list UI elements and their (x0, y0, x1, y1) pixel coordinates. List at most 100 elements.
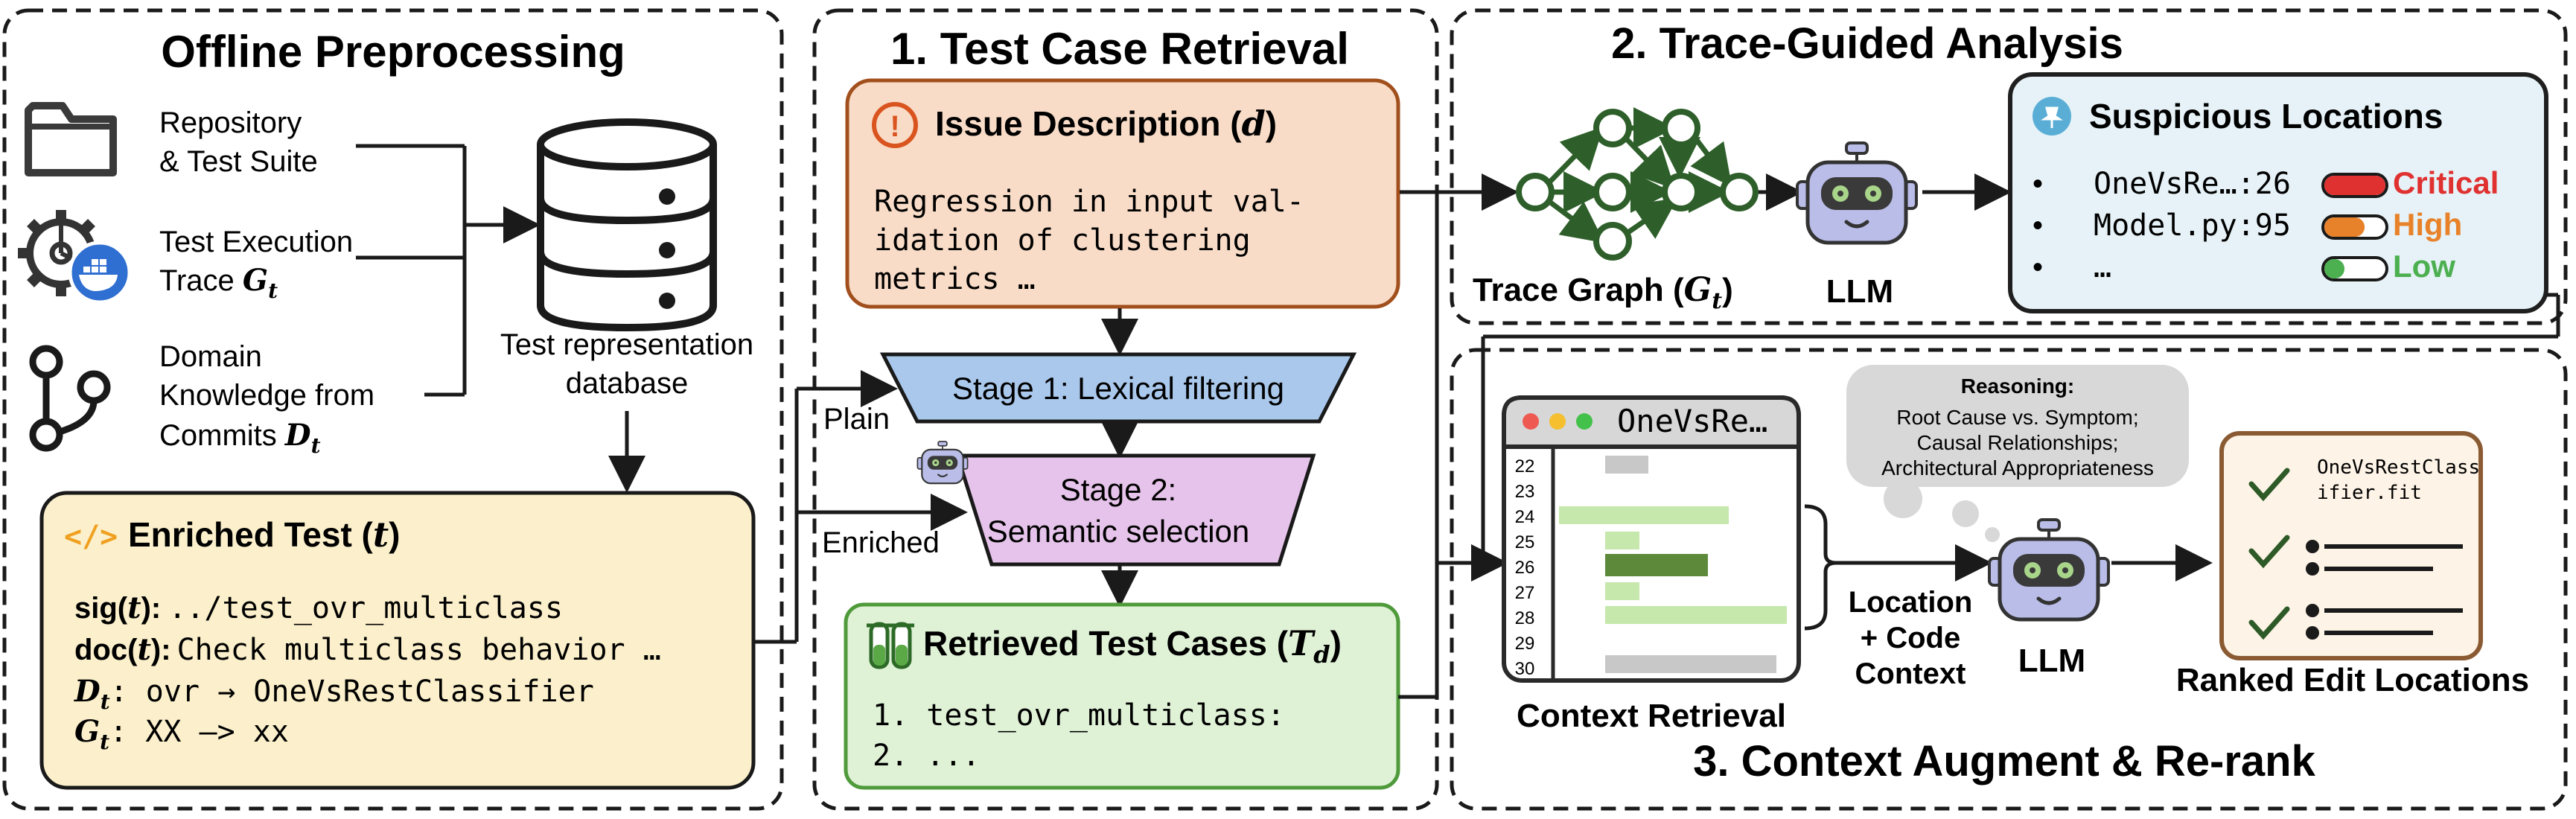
robot-icon-trace (1797, 143, 1916, 243)
severity-pill-fill (2324, 217, 2365, 237)
enriched-doc-line: doc(t):Check multiclass behavior … (74, 632, 661, 667)
trace-llm-label: LLM (1826, 273, 1893, 310)
reasoning-bubble: Reasoning: Root Cause vs. Symptom; Causa… (1846, 365, 2189, 542)
row-bullet: • (2033, 209, 2043, 242)
issue-title: Issue Description (d) (935, 103, 1277, 144)
suspicious-to-rerank-connector (1481, 293, 2560, 563)
issue-text-line1: Regression in input val- (874, 185, 1304, 219)
robot-icon-rerank (1989, 520, 2108, 619)
panel-frames (2, 8, 2568, 811)
code-brace (1804, 504, 1837, 631)
reasoning-line3: Architectural Appropriateness (1881, 456, 2154, 479)
offline-connectors (356, 144, 541, 397)
enriched-test-box: </> Enriched Test (t) sig(t):../test_ovr… (39, 491, 756, 790)
location-label-line3: Context (1855, 657, 1966, 690)
location-name: … (2094, 250, 2111, 284)
line-number: 28 (1515, 608, 1535, 628)
ranked-item-line2: ifier.fit (2317, 482, 2422, 504)
suspicious-location-row: • OneVsRe…:26 Critical (2033, 165, 2499, 201)
folder-icon (25, 102, 117, 176)
trace-label-line1: Test Execution (159, 226, 353, 258)
line-number: 29 (1515, 634, 1535, 654)
line-number: 26 (1515, 558, 1535, 578)
context-retrieval-label: Context Retrieval (1517, 698, 1786, 734)
close-dot-icon (1523, 413, 1539, 430)
offline-panel-title: Offline Preprocessing (161, 27, 625, 77)
row-bullet: • (2033, 251, 2043, 284)
ranked-edit-locations-box: OneVsRestClass ifier.fit (2219, 431, 2483, 660)
row-bullet: • (2033, 168, 2043, 200)
code-line (1605, 606, 1787, 624)
retrieval-to-trace-connectors (1398, 173, 1519, 699)
minimize-dot-icon (1549, 413, 1566, 430)
line-number: 27 (1515, 583, 1535, 603)
checkmark-icon (2248, 535, 2290, 569)
enriched-title: Enriched Test (t) (128, 514, 400, 555)
line-number: 22 (1515, 456, 1535, 477)
enriched-dt-line: Dt: ovr → OneVsRestClassifier (74, 674, 594, 714)
location-name: OneVsRe…:26 (2094, 167, 2291, 201)
reasoning-title: Reasoning: (1961, 375, 2074, 398)
warning-icon (872, 102, 918, 148)
domain-label-line2: Knowledge from (159, 379, 374, 412)
trace-graph-label: Trace Graph (Gt) (1473, 271, 1733, 314)
suspicious-title: Suspicious Locations (2089, 97, 2443, 136)
reasoning-line2: Causal Relationships; (1917, 431, 2119, 454)
enriched-to-stages-connectors (753, 370, 968, 644)
repo-label-line2: & Test Suite (159, 145, 318, 178)
code-icon: </> (64, 520, 118, 554)
enriched-gt-line: Gt: XX –> xx (74, 714, 289, 754)
trace-panel-title: 2. Trace-Guided Analysis (1611, 19, 2123, 68)
db-label-line1: Test representation (500, 328, 753, 361)
stage2-box (954, 453, 1316, 567)
maximize-dot-icon (1576, 413, 1593, 430)
trace-graph-icon (1516, 107, 1759, 261)
code-line (1559, 506, 1729, 524)
location-label-line1: Location (1849, 586, 1973, 619)
db-label-line2: database (566, 367, 689, 400)
database-icon (537, 118, 717, 332)
checkmark-icon (2248, 468, 2290, 502)
reasoning-line1: Root Cause vs. Symptom; (1896, 406, 2138, 429)
rerank-panel-title: 3. Context Augment & Re-rank (1693, 737, 2315, 785)
code-line-highlight (1605, 554, 1708, 576)
line-number: 24 (1515, 507, 1535, 527)
trace-panel-frame (1450, 8, 2568, 325)
suspicious-locations-box: Suspicious Locations • OneVsRe…:26 Critica… (2008, 72, 2548, 313)
enriched-sig-line: sig(t):../test_ovr_multiclass (74, 590, 563, 625)
severity-label: Critical (2393, 165, 2499, 200)
rerank-panel-frame (1450, 348, 2568, 811)
retrieved-test-cases-box: Retrieved Test Cases (Td) 1. test_ovr_mu… (844, 602, 1400, 790)
enriched-label: Enriched (822, 526, 940, 559)
issue-text-line3: metrics … (874, 262, 1036, 296)
issue-description-box: ! Issue Description (d) Regression in in… (845, 78, 1400, 309)
git-branch-icon (29, 345, 111, 452)
stage1-box (879, 352, 1357, 424)
retrieved-item-1: 1. test_ovr_multiclass: (873, 698, 1285, 733)
stage2-label-line2: Semantic selection (987, 514, 1250, 549)
line-number: 23 (1515, 482, 1535, 502)
severity-pill-fill (2324, 259, 2345, 278)
test-tubes-icon (867, 622, 914, 669)
plain-label: Plain (823, 403, 890, 436)
trace-label-line2: Trace Gt (159, 263, 278, 303)
code-line (1605, 532, 1639, 549)
line-number: 30 (1515, 659, 1535, 679)
retrieved-title: Retrieved Test Cases (Td) (923, 623, 1342, 669)
location-label-line2: + Code (1861, 622, 1960, 654)
gear-docker-icon (18, 210, 132, 305)
rerank-llm-label: LLM (2018, 643, 2085, 679)
code-line (1605, 655, 1776, 673)
retrieved-item-2: 2. ... (873, 739, 981, 773)
code-lines (1559, 456, 1787, 673)
checkmark-icon (2248, 606, 2290, 640)
location-name: Model.py:95 (2094, 208, 2291, 243)
code-line (1605, 582, 1639, 600)
retrieval-panel-title: 1. Test Case Retrieval (890, 24, 1349, 74)
svg-text:!: ! (890, 110, 899, 143)
